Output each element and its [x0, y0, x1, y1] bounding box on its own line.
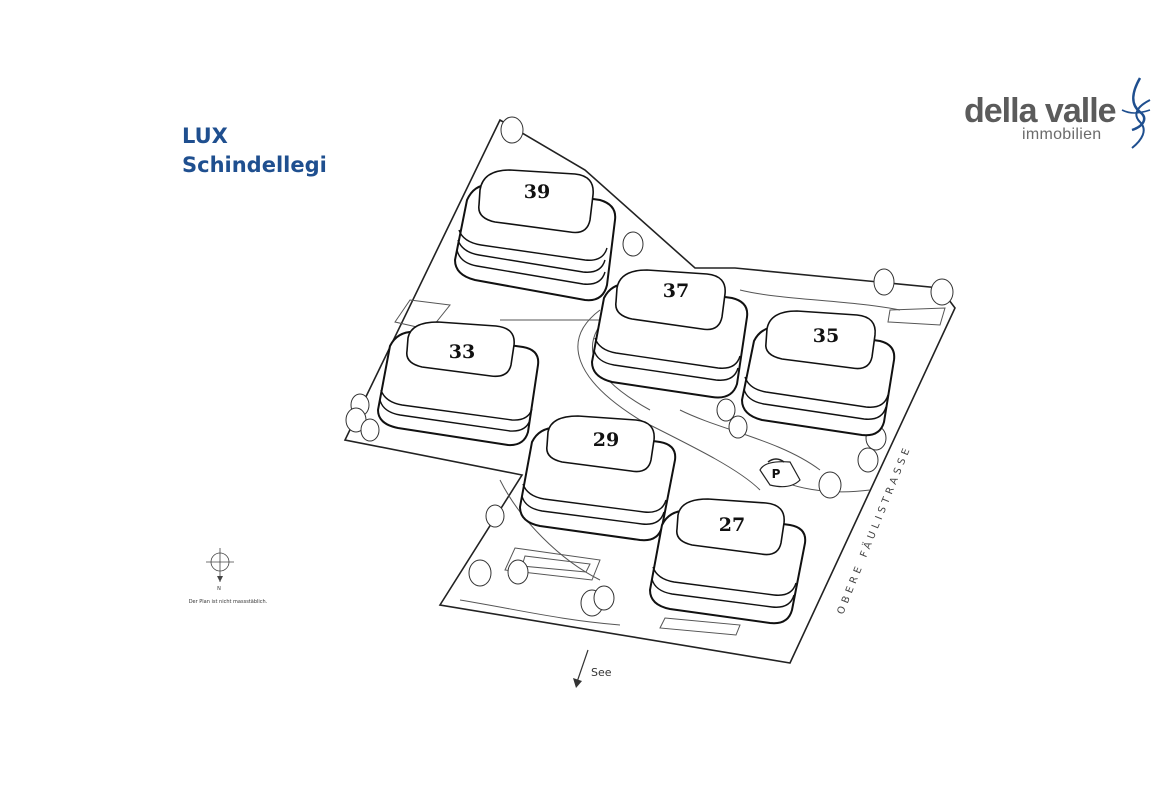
building-number-29: 29 [593, 429, 619, 451]
building-29: 29 [518, 415, 677, 542]
building-37: 37 [590, 269, 749, 399]
building-33: 33 [376, 321, 540, 447]
compass-north-label: N [217, 586, 221, 592]
parking-sign: P [759, 458, 801, 488]
see-direction-label: See [591, 666, 612, 679]
parking-label: P [772, 467, 781, 481]
building-39: 39 [453, 169, 617, 302]
title-line-2: Schindellegi [182, 153, 327, 177]
brand-logo: della valle immobilien [962, 70, 1162, 160]
building-number-33: 33 [449, 341, 475, 363]
logo-swirl-icon [1121, 77, 1151, 149]
building-number-35: 35 [813, 325, 839, 347]
building-number-37: 37 [663, 280, 689, 302]
page-title: LUX Schindellegi [182, 122, 327, 180]
compass-icon [206, 548, 234, 582]
scale-note: Der Plan ist nicht massstäblich. [189, 599, 268, 605]
buildings: 39 37 35 33 29 [376, 169, 896, 625]
title-line-1: LUX [182, 124, 228, 148]
logo-brand-text: della valle [964, 92, 1117, 130]
logo-sub-text: immobilien [1022, 126, 1102, 143]
building-number-27: 27 [719, 514, 745, 536]
trees [345, 116, 954, 617]
arrow-down-left-icon [573, 649, 589, 688]
building-27: 27 [648, 498, 807, 625]
site-boundary [343, 118, 956, 664]
building-number-39: 39 [524, 181, 550, 203]
building-35: 35 [740, 310, 896, 437]
